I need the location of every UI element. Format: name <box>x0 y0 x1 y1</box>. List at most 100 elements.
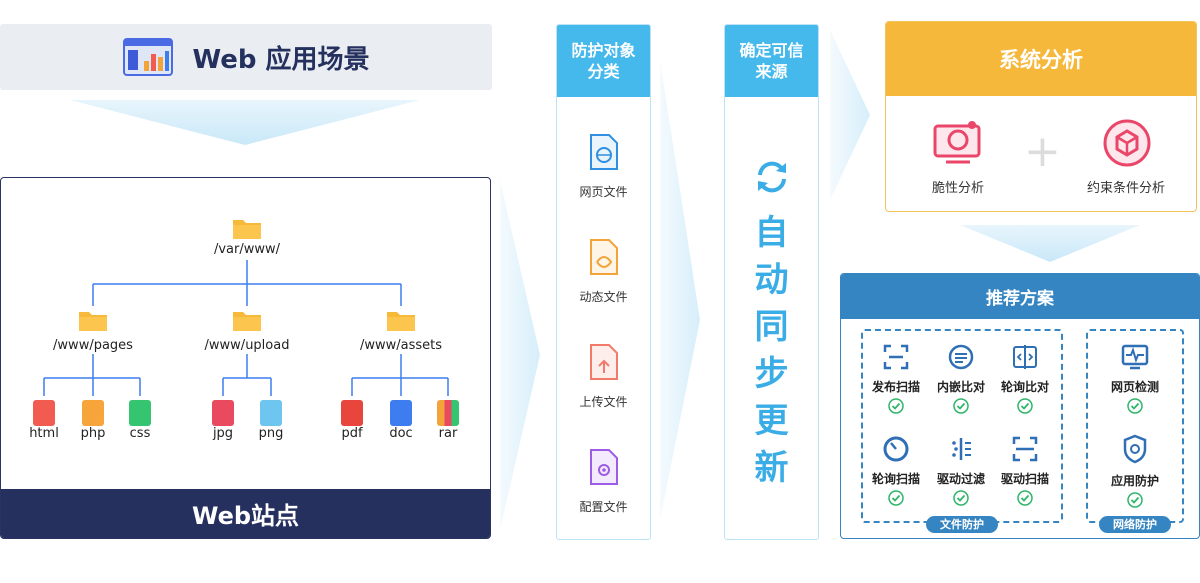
object-label: 网页文件 <box>579 185 628 199</box>
check-icon <box>1017 398 1033 414</box>
analysis-label: 约束条件分析 <box>1086 181 1166 196</box>
web-monitor-icon <box>1121 344 1149 370</box>
protection-item: 驱动过滤 <box>931 436 991 510</box>
scene-header: Web 应用场景 <box>0 24 492 90</box>
dir-label: /www/assets <box>359 338 443 353</box>
site-footer: Web站点 <box>1 489 490 538</box>
right-chevron-2 <box>660 60 700 520</box>
pdf-file-icon <box>341 400 363 426</box>
protection-label: 网页检测 <box>1110 380 1159 394</box>
poll-scan-icon <box>883 436 909 462</box>
check-icon <box>1127 398 1143 414</box>
rar-file-icon <box>437 400 459 426</box>
recommend-panel: 推荐方案 文件防护 网络防护 发布扫描 内嵌比对 轮询比对 轮询扫描 驱动过滤 … <box>840 273 1200 539</box>
source-header: 确定可信 来源 <box>725 25 818 97</box>
file-label: php <box>80 426 106 441</box>
protection-label: 内嵌比对 <box>936 380 985 394</box>
protection-item: 轮询比对 <box>995 344 1055 418</box>
down-chevron-2 <box>960 225 1140 262</box>
check-icon <box>888 490 904 506</box>
protection-label: 发布扫描 <box>871 380 920 394</box>
file-label: pdf <box>341 426 363 441</box>
file-label: doc <box>389 426 413 441</box>
file-label: css <box>129 426 151 441</box>
network-protection-tag: 网络防护 <box>1099 516 1171 533</box>
scan-icon <box>883 344 909 370</box>
protection-label: 轮询扫描 <box>871 472 920 486</box>
protection-item: 内嵌比对 <box>931 344 991 418</box>
protection-item: 应用防护 <box>1105 434 1165 512</box>
sync-char: 自 <box>754 213 789 253</box>
directory-tree-lines <box>43 260 449 396</box>
recommend-title: 推荐方案 <box>841 274 1199 319</box>
file-label: png <box>258 426 284 441</box>
object-label: 配置文件 <box>579 500 628 514</box>
vulnerability-icon <box>933 121 981 164</box>
protection-item: 网页检测 <box>1105 344 1165 418</box>
app-shield-icon <box>1123 434 1147 464</box>
jpg-file-icon <box>212 400 234 426</box>
object-label: 动态文件 <box>579 290 628 304</box>
protection-label: 轮询比对 <box>1000 380 1049 394</box>
doc-file-icon <box>390 400 412 426</box>
file-label: jpg <box>212 426 234 441</box>
down-chevron-1 <box>70 100 420 145</box>
sync-char: 更 <box>754 401 789 441</box>
config-file-icon <box>589 449 618 485</box>
dir-label: /www/pages <box>53 338 133 353</box>
object-label: 上传文件 <box>579 395 628 409</box>
css-file-icon <box>129 400 151 426</box>
analysis-title: 系统分析 <box>886 22 1196 96</box>
check-icon <box>888 398 904 414</box>
upload-file-icon <box>589 344 618 380</box>
right-chevron-1 <box>500 180 540 530</box>
trusted-source-column: 确定可信 来源 自 动 同 步 更 新 <box>724 24 819 540</box>
file-label: html <box>29 426 59 441</box>
system-analysis-panel: 系统分析 脆性分析 + 约束条件分析 <box>885 21 1197 212</box>
sync-char: 同 <box>754 307 789 347</box>
check-icon <box>953 490 969 506</box>
protection-item: 发布扫描 <box>866 344 926 418</box>
plus-sign: + <box>1024 126 1061 177</box>
source-title-line1: 确定可信 <box>739 41 804 60</box>
embed-compare-icon <box>948 344 974 370</box>
protection-objects-column: 防护对象 分类 网页文件 动态文件 上传文件 配置文件 <box>556 24 651 540</box>
object-item-web: 网页文件 <box>557 133 650 200</box>
sync-char: 步 <box>754 354 789 394</box>
upload-folder-icon <box>233 312 261 331</box>
php-file-icon <box>82 400 104 426</box>
web-site-panel: /var/www/ /www/pages /www/upload /www/as… <box>0 177 491 539</box>
png-file-icon <box>260 400 282 426</box>
constraint-icon <box>1103 119 1151 167</box>
file-label: rar <box>438 426 458 441</box>
source-title-line2: 来源 <box>755 62 788 81</box>
protection-item: 轮询扫描 <box>866 436 926 510</box>
poll-compare-icon <box>1013 345 1037 369</box>
object-item-config: 配置文件 <box>557 448 650 515</box>
objects-title-line1: 防护对象 <box>571 41 636 60</box>
sync-char: 新 <box>754 448 789 488</box>
html-file-icon <box>33 400 55 426</box>
driver-scan-icon <box>1012 436 1038 462</box>
protection-label: 驱动扫描 <box>1000 472 1049 486</box>
root-folder-icon <box>233 220 261 239</box>
sync-icon <box>758 161 786 193</box>
check-icon <box>953 398 969 414</box>
dir-label: /www/upload <box>204 338 290 353</box>
driver-filter-icon <box>952 438 971 460</box>
dynamic-file-icon <box>589 239 618 275</box>
analysis-label: 脆性分析 <box>931 181 985 196</box>
check-icon <box>1127 492 1143 508</box>
assets-folder-icon <box>387 312 415 331</box>
globe-file-icon <box>589 134 618 170</box>
file-protection-tag: 文件防护 <box>926 516 998 533</box>
protection-label: 驱动过滤 <box>936 472 985 486</box>
object-item-upload: 上传文件 <box>557 343 650 410</box>
dashboard-icon <box>123 38 174 76</box>
object-item-dynamic: 动态文件 <box>557 238 650 305</box>
right-chevron-3 <box>830 30 870 200</box>
root-dir-label: /var/www/ <box>213 242 281 257</box>
objects-title-line2: 分类 <box>587 62 620 81</box>
check-icon <box>1017 490 1033 506</box>
objects-header: 防护对象 分类 <box>557 25 650 97</box>
